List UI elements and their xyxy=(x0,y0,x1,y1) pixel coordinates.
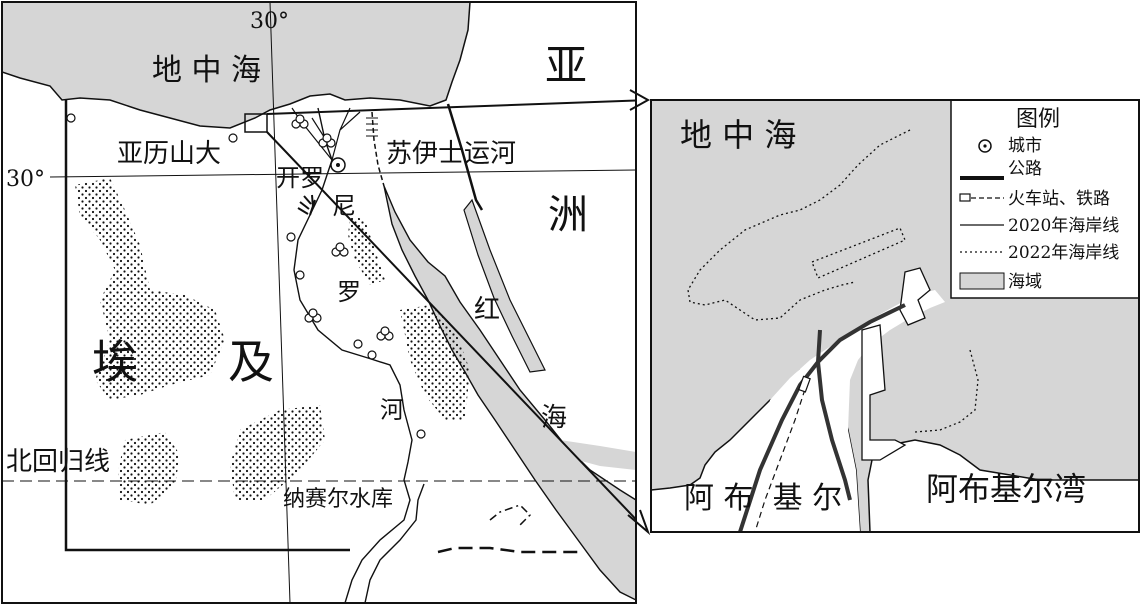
cairo-marker xyxy=(330,157,346,173)
city-marker-alexandria xyxy=(228,133,238,143)
egypt-label-2: 及 xyxy=(228,335,274,389)
asia-label-bottom: 洲 xyxy=(548,192,588,238)
desert-region-east xyxy=(400,305,470,420)
inset-sea-label: 地 中 海 xyxy=(680,116,796,154)
city-marker xyxy=(295,270,305,280)
inset-pier xyxy=(899,267,931,326)
nile-label-2: 罗 xyxy=(337,278,361,306)
inset-bay-label: 阿布基尔湾 xyxy=(926,470,1086,508)
inset-road-3 xyxy=(816,329,822,363)
inset-connector-bottom xyxy=(266,131,636,521)
main-sea-label: 地 中 海 xyxy=(152,53,261,88)
arrow-head-top xyxy=(629,89,651,111)
legend-item-coast2020: 2020年海岸线 xyxy=(960,216,1119,236)
desert-region-west xyxy=(75,178,225,400)
legend-box xyxy=(950,99,1140,299)
inset-city-label: 阿 布 基 尔 xyxy=(684,481,842,516)
legend-item-sea: 海域 xyxy=(959,272,1042,292)
legend: 图例 城市 公路 火车站、铁路 2020年海岸线 2022年海岸线 海域 xyxy=(950,99,1140,299)
legend-title: 图例 xyxy=(1016,107,1060,132)
nile-label-3: 河 xyxy=(380,396,404,424)
legend-item-city: 城市 xyxy=(978,136,1042,156)
suez-canal-label: 苏伊士运河 xyxy=(386,139,516,169)
wheat-icon xyxy=(297,194,316,216)
arrow-head-bottom xyxy=(627,509,651,536)
nile-river xyxy=(293,107,413,603)
city-marker xyxy=(66,113,76,123)
gulf-of-aqaba xyxy=(463,198,546,373)
nile-river-bank xyxy=(364,483,425,603)
meridian-30 xyxy=(269,2,291,603)
nile-label-1: 尼 xyxy=(332,192,356,220)
desert-region-south xyxy=(230,405,325,500)
legend-item-rail: 火车站、铁路 xyxy=(959,189,1110,209)
parallel-label: 30° xyxy=(6,167,45,192)
city-marker xyxy=(367,350,377,360)
sinai-border xyxy=(446,103,484,211)
cotton-icon xyxy=(318,133,336,148)
legend-label: 2022年海岸线 xyxy=(1008,243,1119,263)
cairo-label: 开罗 xyxy=(276,164,324,192)
cotton-icons xyxy=(291,114,394,341)
egypt-south-border xyxy=(437,546,580,554)
red-sea-label-1: 红 xyxy=(474,295,500,325)
legend-label: 2020年海岸线 xyxy=(1008,216,1119,236)
gulf-east xyxy=(560,440,636,470)
egypt-label-1: 埃 xyxy=(92,335,138,389)
legend-label: 公路 xyxy=(1008,159,1042,179)
cotton-icon xyxy=(331,242,349,257)
alexandria-label: 亚历山大 xyxy=(117,139,221,169)
inset-land-pier xyxy=(740,290,945,532)
inset-locator-box xyxy=(244,113,268,133)
coast-2022-bay xyxy=(914,349,979,433)
cotton-icon xyxy=(376,326,394,341)
inset-road-2 xyxy=(816,361,852,501)
cities xyxy=(66,113,426,439)
main-map: 30° 30° 地 中 海 亚 洲 亚历山大 开罗 苏伊士运河 埃 及 尼 罗 … xyxy=(2,2,636,603)
desert-region-east-strip xyxy=(348,215,385,285)
cotton-icon xyxy=(304,308,322,323)
cotton-icon xyxy=(291,114,309,129)
meridian-label: 30° xyxy=(250,9,289,34)
suez-canal xyxy=(371,111,385,187)
parallel-30 xyxy=(49,169,636,178)
halaib-border xyxy=(489,504,532,526)
egypt-west-border xyxy=(64,100,350,552)
red-sea-label-2: 海 xyxy=(541,403,567,433)
city-marker xyxy=(286,232,296,242)
inset-map-frame xyxy=(650,99,1140,533)
inset-road-1 xyxy=(738,303,906,532)
legend-item-road: 公路 xyxy=(960,159,1042,180)
city-marker xyxy=(416,429,426,439)
legend-label: 火车站、铁路 xyxy=(1008,189,1110,209)
mediterranean-sea xyxy=(2,2,471,129)
city-marker xyxy=(353,339,363,349)
desert-region-south-west xyxy=(118,432,180,505)
asia-label-top: 亚 xyxy=(545,41,587,90)
main-map-frame xyxy=(1,1,637,604)
inset-connector-top xyxy=(266,99,636,115)
legend-item-coast2022: 2022年海岸线 xyxy=(960,243,1119,263)
tropic-label: 北回归线 xyxy=(6,447,110,477)
inset-dock xyxy=(861,324,907,461)
inset-station xyxy=(798,375,811,393)
canal-rail xyxy=(366,117,378,137)
inset-railway xyxy=(754,379,809,532)
red-sea xyxy=(383,185,636,601)
legend-label: 城市 xyxy=(1008,136,1042,156)
nasser-label: 纳赛尔水库 xyxy=(283,487,393,512)
legend-label: 海域 xyxy=(1008,272,1042,292)
